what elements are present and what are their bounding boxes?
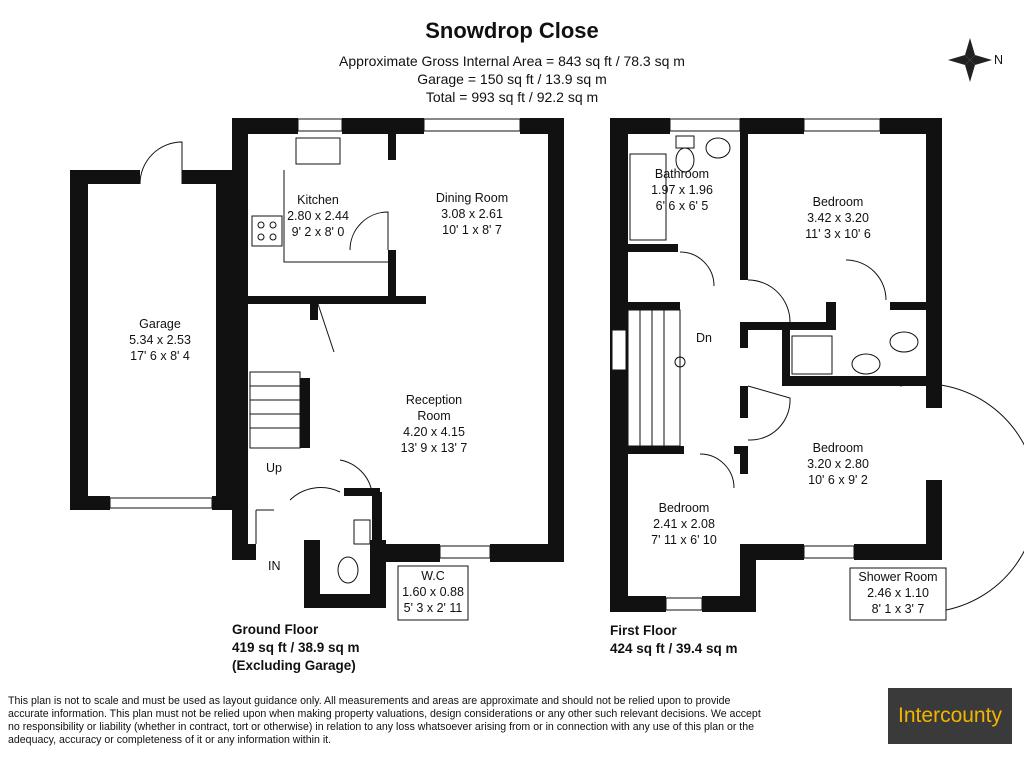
garage-label: Garage (139, 317, 181, 331)
kitchen-imperial: 9' 2 x 8' 0 (292, 225, 345, 239)
bedroom3-imperial: 7' 11 x 6' 10 (651, 533, 717, 547)
wc-label: W.C (421, 569, 445, 583)
bedroom1-metric: 3.42 x 3.20 (807, 211, 869, 225)
garage-area-text: Garage = 150 sq ft / 13.9 sq m (417, 71, 607, 87)
first-floor-name: First Floor (610, 623, 677, 638)
plan-title: Snowdrop Close (425, 18, 599, 43)
bedroom2-metric: 3.20 x 2.80 (807, 457, 869, 471)
gross-area-text: Approximate Gross Internal Area = 843 sq… (339, 53, 685, 69)
brand-logo: Intercounty (888, 688, 1012, 744)
ground-floor-area: 419 sq ft / 38.9 sq m (232, 640, 360, 655)
bedroom3-metric: 2.41 x 2.08 (653, 517, 715, 531)
bedroom1-label: Bedroom (813, 195, 864, 209)
shower-label: Shower Room (858, 570, 937, 584)
total-area-text: Total = 993 sq ft / 92.2 sq m (425, 89, 599, 105)
garage-imperial: 17' 6 x 8' 4 (130, 349, 190, 363)
ground-floor-caption: Ground Floor 419 sq ft / 38.9 sq m (Excl… (232, 621, 360, 675)
compass-icon: N (948, 38, 1003, 82)
bathroom-metric: 1.97 x 1.96 (651, 183, 713, 197)
compass-north-label: N (994, 53, 1003, 67)
bedroom1-imperial: 11' 3 x 10' 6 (805, 227, 871, 241)
dining-imperial: 10' 1 x 8' 7 (442, 223, 502, 237)
reception-imperial: 13' 9 x 13' 7 (401, 441, 468, 455)
ground-floor-name: Ground Floor (232, 622, 319, 637)
ground-floor-note: (Excluding Garage) (232, 658, 356, 673)
dining-metric: 3.08 x 2.61 (441, 207, 503, 221)
doors (139, 141, 1024, 611)
shower-metric: 2.46 x 1.10 (867, 586, 929, 600)
wc-metric: 1.60 x 0.88 (402, 585, 464, 599)
bathroom-imperial: 6' 6 x 6' 5 (656, 199, 709, 213)
bedroom2-label: Bedroom (813, 441, 864, 455)
reception-metric: 4.20 x 4.15 (403, 425, 465, 439)
bedroom2-imperial: 10' 6 x 9' 2 (808, 473, 868, 487)
wc-imperial: 5' 3 x 2' 11 (404, 601, 463, 615)
windows (109, 118, 881, 611)
room-labels: Garage 5.34 x 2.53 17' 6 x 8' 4 Kitchen … (129, 167, 947, 621)
first-floor-area: 424 sq ft / 39.4 sq m (610, 641, 738, 656)
disclaimer-text: This plan is not to scale and must be us… (8, 695, 761, 746)
ground-floor-walls (70, 118, 564, 608)
reception-label-2: Room (417, 409, 450, 423)
dining-label: Dining Room (436, 191, 508, 205)
bedroom3-label: Bedroom (659, 501, 710, 515)
stairs-down-label: Dn (696, 331, 712, 345)
shower-imperial: 8' 1 x 3' 7 (872, 602, 925, 616)
garage-metric: 5.34 x 2.53 (129, 333, 191, 347)
reception-label: Reception (406, 393, 462, 407)
kitchen-label: Kitchen (297, 193, 339, 207)
fixtures (249, 135, 919, 584)
stairs-up-label: Up (266, 461, 282, 475)
first-floor-caption: First Floor 424 sq ft / 39.4 sq m (610, 622, 738, 658)
entrance-label: IN (268, 559, 281, 573)
bathroom-label: Bathroom (655, 167, 709, 181)
kitchen-metric: 2.80 x 2.44 (287, 209, 349, 223)
